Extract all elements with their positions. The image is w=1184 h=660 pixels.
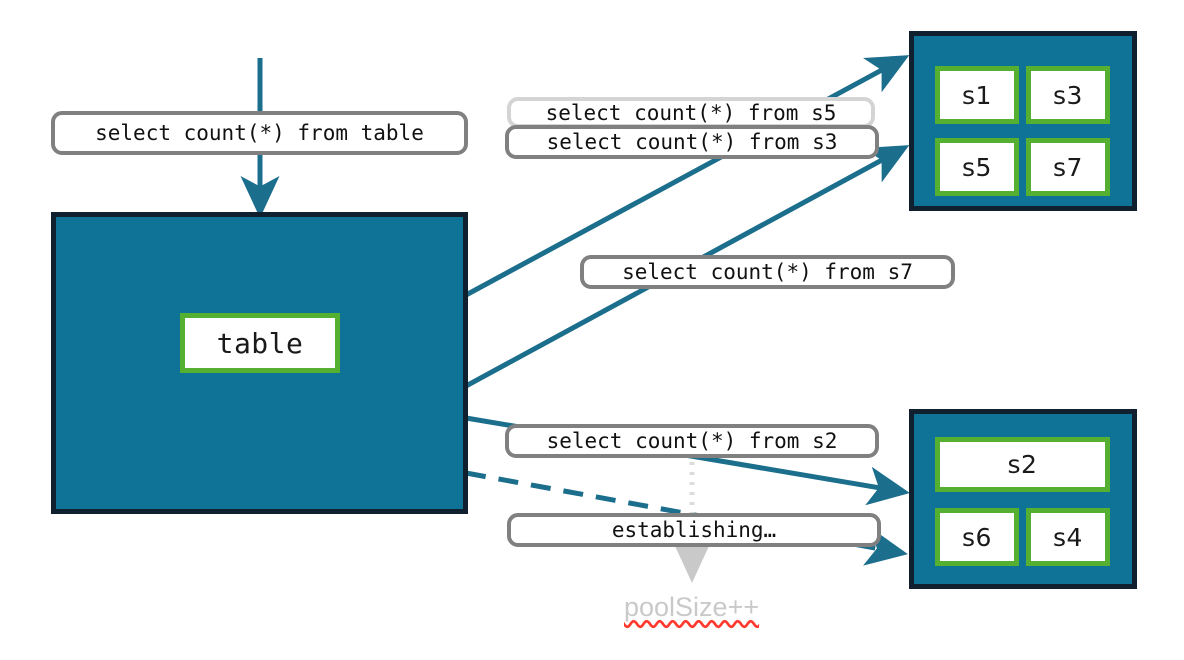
pool-top-node-s5-label: s5 — [962, 152, 992, 182]
table-node-label: table — [216, 326, 304, 360]
query-label-s5: select count(*) from s5 — [507, 97, 875, 128]
query-label-s7: select count(*) from s7 — [580, 255, 955, 289]
entry-query-text: select count(*) from table — [95, 121, 424, 145]
pool-top-node-s1: s1 — [935, 66, 1019, 124]
poolsize-annotation: poolSize++ — [624, 592, 759, 623]
pool-bottom-node-s6: s6 — [935, 508, 1019, 566]
poolsize-annotation-text: poolSize++ — [624, 592, 760, 622]
pool-top-node-s3-label: s3 — [1053, 80, 1083, 110]
pool-bottom-node-s2: s2 — [935, 437, 1110, 492]
pool-top-node-s1-label: s1 — [962, 80, 992, 110]
query-label-s7-text: select count(*) from s7 — [622, 260, 913, 284]
pool-bottom-node-s2-label: s2 — [1007, 450, 1038, 479]
pool-top-node-s7-label: s7 — [1053, 152, 1083, 182]
pool-top-node-s7: s7 — [1026, 138, 1110, 196]
query-label-establishing-text: establishing… — [611, 518, 777, 542]
pool-top-node-s5: s5 — [935, 138, 1019, 196]
query-label-establishing: establishing… — [507, 513, 881, 547]
query-label-s3: select count(*) from s3 — [505, 125, 879, 159]
pool-bottom-node-s4: s4 — [1026, 508, 1110, 566]
pool-top-node-s3: s3 — [1026, 66, 1110, 124]
query-label-s3-text: select count(*) from s3 — [546, 130, 838, 154]
pool-bottom-node-s4-label: s4 — [1053, 522, 1083, 552]
query-label-s2: select count(*) from s2 — [505, 424, 879, 458]
pool-bottom-node-s6-label: s6 — [962, 522, 992, 552]
query-label-s5-text: select count(*) from s5 — [545, 100, 837, 125]
table-node: table — [180, 313, 340, 373]
entry-query-label: select count(*) from table — [51, 111, 468, 155]
query-label-s2-text: select count(*) from s2 — [546, 429, 838, 453]
